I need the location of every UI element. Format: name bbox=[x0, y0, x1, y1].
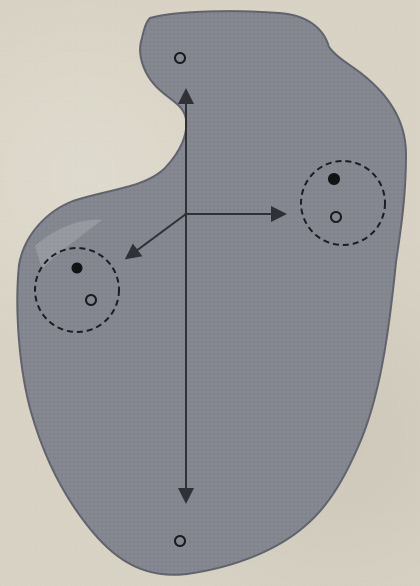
left-dark-spot-icon bbox=[72, 263, 83, 274]
arrow-origin-point bbox=[184, 212, 187, 215]
right-dark-spot-icon bbox=[328, 173, 340, 185]
